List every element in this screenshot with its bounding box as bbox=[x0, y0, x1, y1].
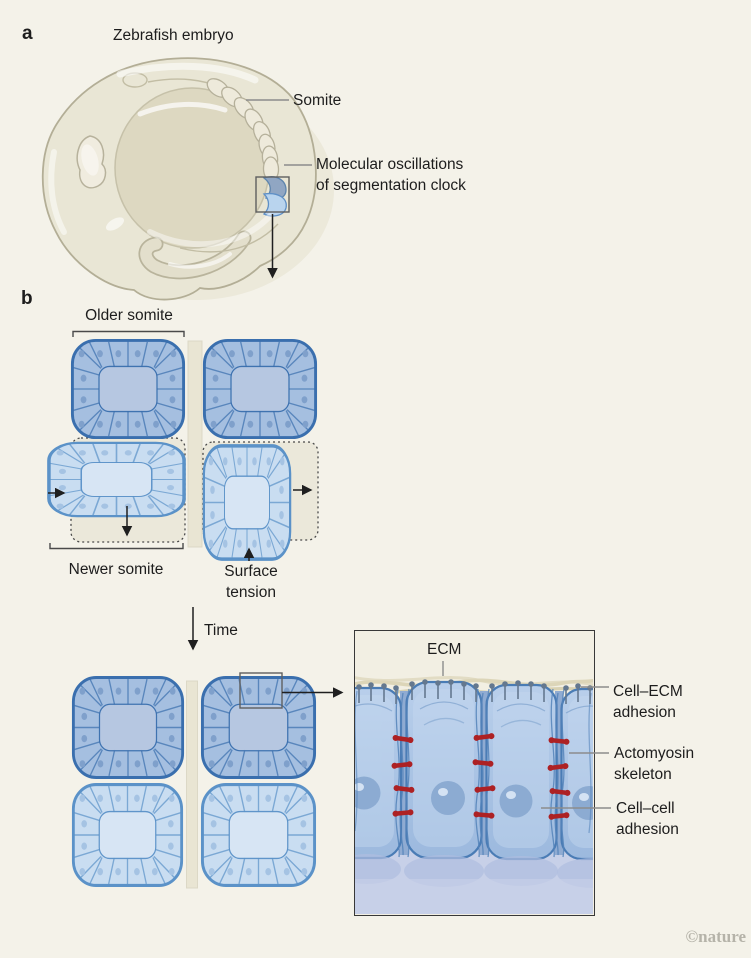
embryo-zoom-rect bbox=[255, 176, 290, 213]
oscillations-label: Molecular oscillations of segmentation c… bbox=[316, 156, 466, 194]
junction-gaps bbox=[400, 691, 563, 855]
older-somite-bracket bbox=[72, 330, 185, 337]
newer-somite-tall bbox=[203, 445, 291, 560]
head-highlight bbox=[81, 144, 99, 176]
ecm-label: ECM bbox=[427, 641, 462, 658]
time-label: Time bbox=[204, 622, 238, 639]
somite-label: Somite bbox=[293, 92, 342, 109]
embryo-somite-bumps bbox=[206, 78, 280, 182]
older-somite-top-left bbox=[71, 340, 185, 438]
cell-ecm-label: Cell–ECM adhesion bbox=[613, 683, 683, 721]
older-somite-top-right bbox=[203, 340, 317, 438]
leader-lines bbox=[246, 99, 611, 809]
cell-nuclei bbox=[355, 776, 594, 820]
oscillating-cells bbox=[262, 176, 287, 217]
arrows bbox=[48, 214, 344, 698]
actomyosin-label: Actomyosin skeleton bbox=[614, 745, 695, 783]
newer-somite-bracket bbox=[49, 543, 184, 550]
notochord-bars bbox=[186, 340, 203, 889]
older-somite-label: Older somite bbox=[85, 307, 173, 324]
newer-somite-wide bbox=[48, 442, 185, 517]
brackets bbox=[49, 330, 185, 550]
newer-somite-bottom-right bbox=[201, 784, 316, 886]
somite-zoom-rect bbox=[239, 672, 283, 709]
panel-a-title: Zebrafish embryo bbox=[113, 27, 234, 44]
somite-rosettes bbox=[48, 340, 317, 886]
embryo-highlight-blob bbox=[105, 217, 125, 231]
actomyosin-mesh bbox=[355, 688, 594, 858]
cell-cell-label: Cell–cell adhesion bbox=[616, 800, 679, 838]
panel-b-label: b bbox=[21, 288, 33, 309]
surface-tension-label: Surface tension bbox=[224, 563, 278, 601]
ecm-detail-box bbox=[354, 630, 595, 916]
nature-watermark: ©nature bbox=[685, 927, 746, 946]
embryo-highlights bbox=[48, 62, 273, 269]
newer-somite-bottom-left bbox=[72, 784, 183, 886]
faded-cell-bottoms bbox=[355, 854, 594, 914]
older-somite-bottom-left bbox=[72, 677, 184, 778]
zebrafish-embryo-illustration bbox=[41, 57, 334, 301]
ecm-detail-illustration bbox=[355, 676, 594, 914]
epithelial-cells bbox=[355, 680, 594, 861]
zoom-rects bbox=[239, 176, 290, 709]
newer-somite-label: Newer somite bbox=[68, 561, 164, 578]
panel-a-label: a bbox=[22, 23, 33, 44]
embryo-head-blob bbox=[76, 135, 107, 189]
